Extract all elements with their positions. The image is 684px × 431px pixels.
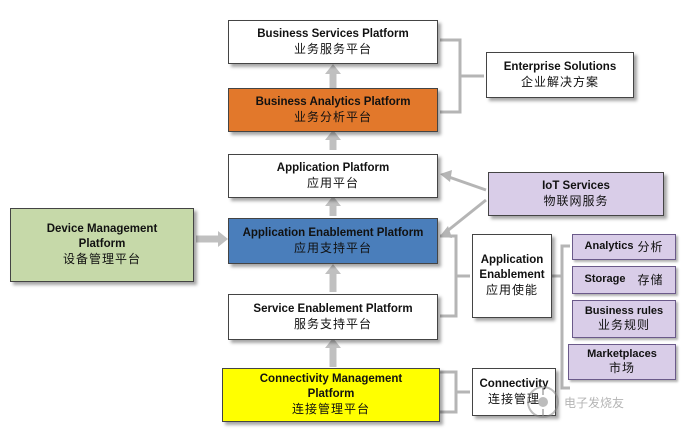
- iot-services-label-zh: 物联网服务: [543, 193, 609, 208]
- app-enablement-bracket: [440, 234, 470, 318]
- marketplaces-label-zh: 市场: [608, 361, 635, 376]
- business-rules-label-zh: 业务规则: [597, 318, 650, 333]
- service-enablement-platform-label-zh: 服务支持平台: [293, 316, 372, 331]
- enterprise-solutions-label: Enterprise Solutions: [503, 60, 617, 73]
- enterprise-solutions-box: Enterprise Solutions 企业解决方案: [486, 52, 634, 98]
- connectivity-management-platform-box: Connectivity Management Platform 连接管理平台: [222, 368, 440, 422]
- arrowhead-up-2: [325, 264, 341, 274]
- business-analytics-platform-label-zh: 业务分析平台: [293, 109, 372, 124]
- application-enablement-side-box: Application Enablement 应用使能: [472, 234, 552, 318]
- application-enablement-platform-box: Application Enablement Platform 应用支持平台: [228, 218, 438, 264]
- business-services-platform-box: Business Services Platform 业务服务平台: [228, 20, 438, 64]
- device-management-platform-label-zh: 设备管理平台: [62, 252, 141, 267]
- storage-label: Storage: [584, 273, 626, 286]
- arrowhead-up-5: [325, 64, 341, 74]
- enterprise-solutions-label-zh: 企业解决方案: [520, 74, 599, 89]
- business-services-platform-label-zh: 业务服务平台: [293, 41, 372, 56]
- application-platform-label-zh: 应用平台: [306, 175, 359, 190]
- iot-services-label: IoT Services: [542, 179, 610, 192]
- marketplaces-box: Marketplaces 市场: [568, 344, 676, 380]
- watermark-text: 电子发烧友: [564, 395, 625, 410]
- application-platform-label: Application Platform: [276, 161, 390, 174]
- arrowhead-up-3: [325, 196, 341, 206]
- device-management-platform-box: Device Management Platform 设备管理平台: [10, 208, 194, 282]
- business-rules-box: Business rules 业务规则: [572, 300, 676, 338]
- business-rules-label: Business rules: [584, 304, 664, 317]
- service-enablement-platform-label: Service Enablement Platform: [253, 302, 413, 315]
- connectivity-bracket: [440, 370, 470, 414]
- analytics-box: Analytics 分析: [572, 234, 676, 260]
- business-services-platform-label: Business Services Platform: [257, 27, 409, 40]
- analytics-label-zh: 分析: [637, 239, 664, 254]
- arrowhead-up-4: [325, 130, 341, 140]
- connectivity-management-platform-label-zh: 连接管理平台: [291, 402, 370, 417]
- business-analytics-platform-box: Business Analytics Platform 业务分析平台: [228, 88, 438, 132]
- connectivity-label: Connectivity: [479, 377, 549, 390]
- arrowhead-up-1: [325, 338, 341, 348]
- analytics-label: Analytics: [584, 240, 634, 253]
- storage-label-zh: 存储: [637, 272, 664, 287]
- marketplaces-label: Marketplaces: [587, 347, 657, 360]
- stack-arrowheads: [325, 64, 341, 348]
- connectivity-management-platform-label: Connectivity Management Platform: [259, 373, 403, 401]
- device-management-platform-label: Device Management Platform: [46, 223, 158, 251]
- connectivity-label-zh: 连接管理: [487, 391, 540, 406]
- watermark: 电子发烧友: [526, 378, 676, 426]
- enterprise-bracket: [440, 38, 484, 114]
- application-enablement-side-label: Application Enablement: [479, 254, 545, 282]
- iot-services-box: IoT Services 物联网服务: [488, 172, 664, 216]
- business-analytics-platform-label: Business Analytics Platform: [255, 95, 411, 108]
- application-enablement-platform-label-zh: 应用支持平台: [293, 240, 372, 255]
- circuit-logo-icon: [527, 386, 559, 418]
- application-platform-box: Application Platform 应用平台: [228, 154, 438, 198]
- application-enablement-side-label-zh: 应用使能: [485, 283, 538, 298]
- service-enablement-platform-box: Service Enablement Platform 服务支持平台: [228, 294, 438, 340]
- device-arrow: [196, 231, 228, 247]
- storage-box: Storage 存储: [572, 266, 676, 294]
- application-enablement-platform-label: Application Enablement Platform: [242, 226, 424, 239]
- iot-arrows: [445, 174, 487, 234]
